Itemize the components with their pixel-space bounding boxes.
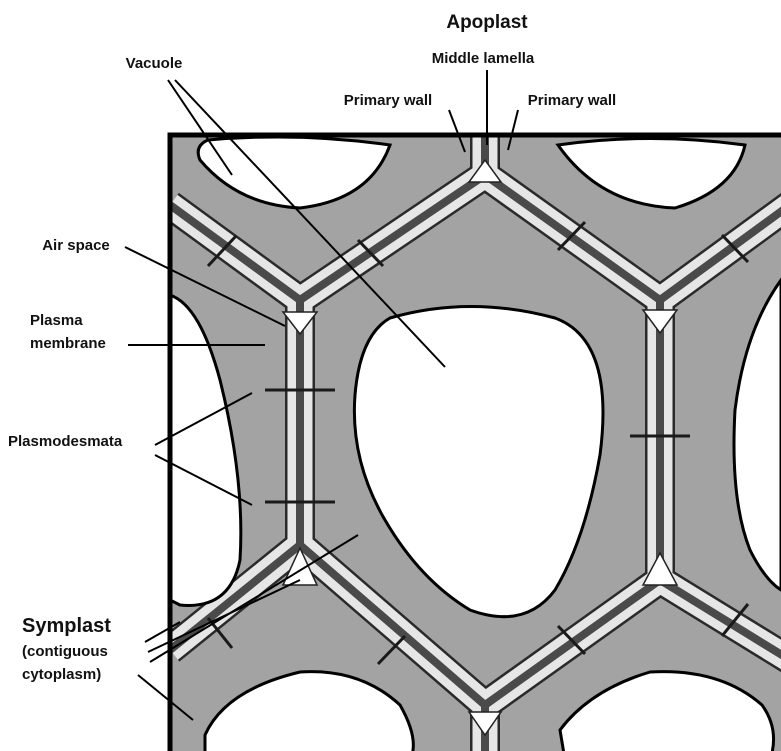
middle-lamella-label: Middle lamella (432, 50, 535, 67)
primary-wall-right-label: Primary wall (528, 92, 616, 109)
plasma-membrane-label-line2: membrane (30, 335, 106, 352)
vacuole-label: Vacuole (126, 55, 183, 72)
plasmodesmata-label: Plasmodesmata (8, 433, 123, 450)
tissue-section (170, 110, 781, 751)
symplast-sub-label-line1: (contiguous (22, 643, 108, 660)
apoplast-label: Apoplast (446, 12, 528, 33)
air-space-label: Air space (42, 237, 110, 254)
symplast-label: Symplast (22, 615, 111, 637)
symplast-sub-label-line2: cytoplasm) (22, 666, 101, 683)
primary-wall-left-label: Primary wall (344, 92, 432, 109)
plasma-membrane-label-line1: Plasma (30, 312, 83, 329)
